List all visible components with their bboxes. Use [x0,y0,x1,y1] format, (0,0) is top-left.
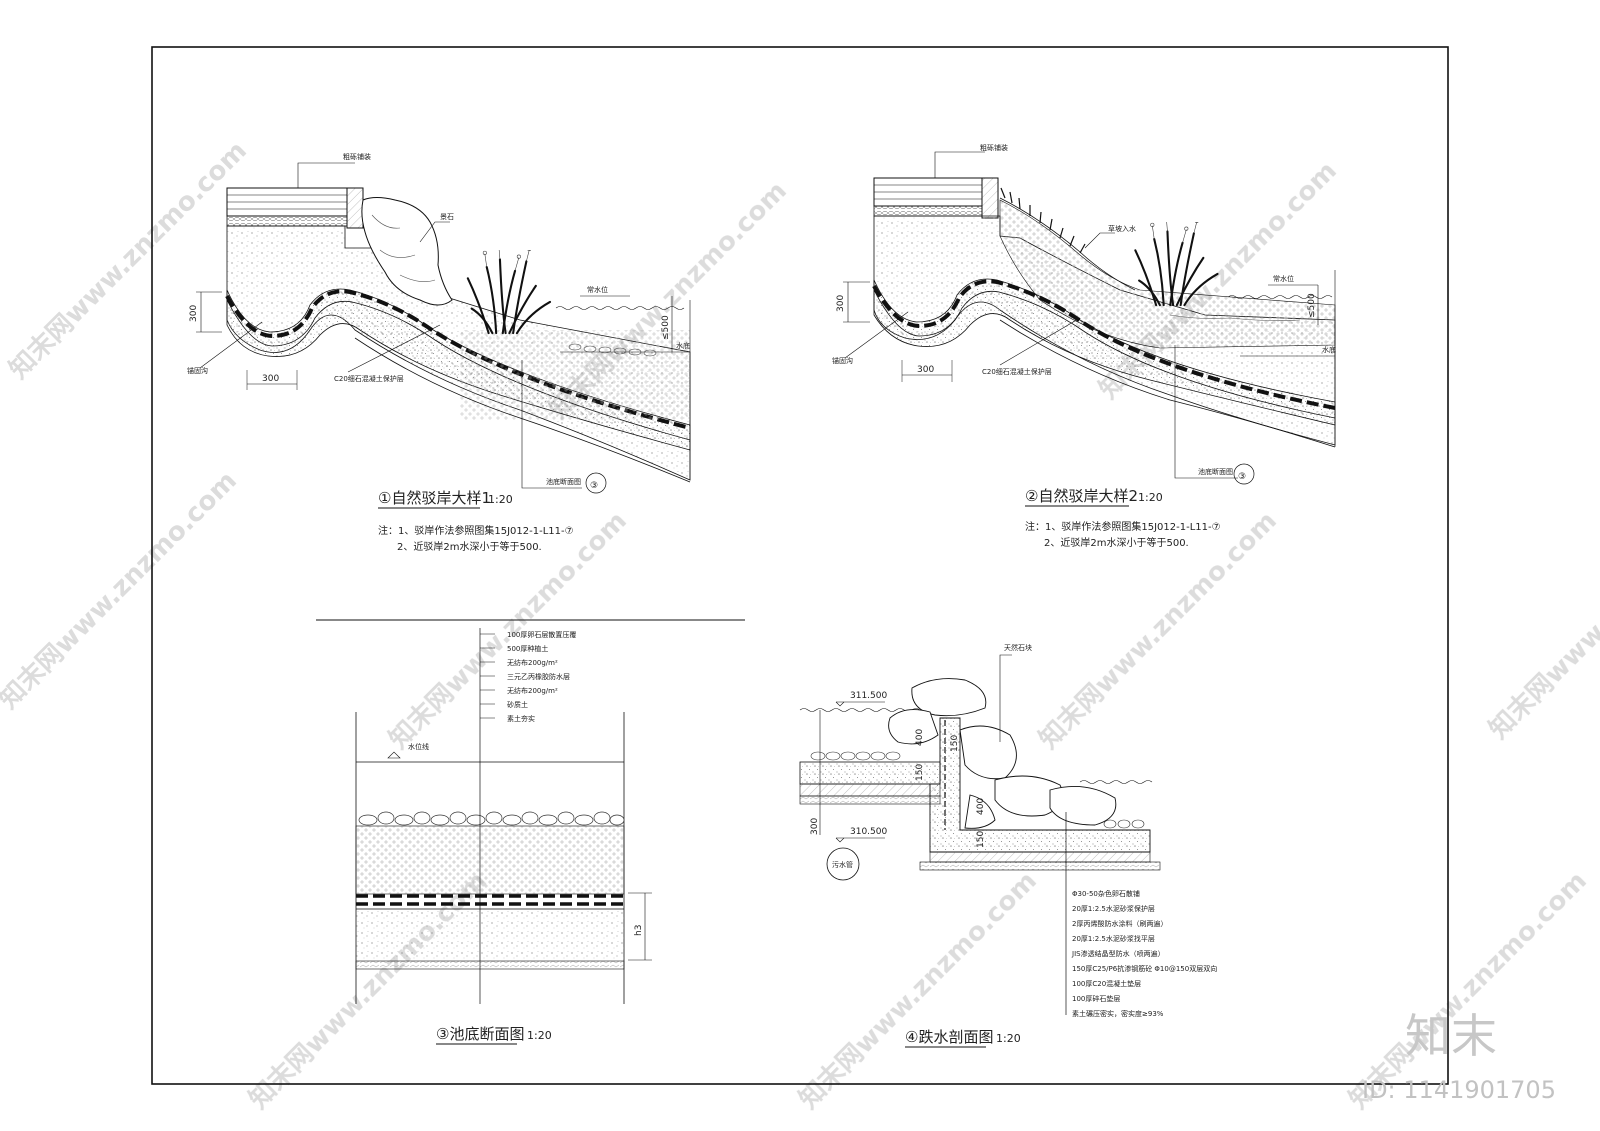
watermark-text: 知末网www.znzmo.com [4,136,253,385]
waterproof-membrane [872,279,1336,410]
layer-label: 2厚丙烯酸防水涂料（刷两遍） [1072,919,1167,928]
layer-label: 100厚C20混凝土垫层 [1072,979,1141,988]
detail-2-title: ②自然驳岸大样2 [1025,487,1138,505]
label-water-bottom: 水底 [1322,345,1336,354]
layer-label: 20厚1:2.5水泥砂浆保护层 [1072,904,1155,913]
detail-2: 粗砾铺装 草坡入水 常水位 水底 锚固沟 C20细石混凝土保护层 池底断面图 ③… [832,143,1336,549]
layer-label: 素土碾压密实，密实度≥93% [1072,1009,1164,1018]
brand-watermark: 知末 [1405,1009,1497,1063]
dim-300-horizontal: 300 [262,374,279,384]
layer-label: 20厚1:2.5水泥砂浆找平层 [1072,934,1155,943]
section-ref-number: ③ [590,481,598,491]
detail-4: 311.500 310.500 污水管 [799,643,1217,1048]
grass-slope-hatch [999,199,1336,349]
pebble-row [568,343,657,357]
dim-300-vertical: 300 [836,295,846,312]
dim-label: 300 [810,818,820,835]
dim-300-vertical: 300 [189,305,199,322]
layer-callout-list: 100厚卵石层散置压覆 500厚种植土 无纺布200g/m² 三元乙丙橡胶防水层… [480,630,576,723]
label-anchor-trench: 锚固沟 [187,366,208,375]
dim-label: 400 [976,798,986,815]
label-paving: 粗砾铺装 [343,152,371,161]
label-grass-slope: 草坡入水 [1108,224,1136,233]
compacted-soil-layer [355,960,625,970]
label-sewer: 污水管 [832,860,853,869]
label-normal-water: 常水位 [1273,274,1294,283]
label-natural-stone: 天然石块 [1004,643,1032,652]
label-concrete-layer: C20细石混凝土保护层 [334,374,404,383]
rock [361,197,453,306]
layer-label: 100厚卵石层散置压覆 [507,630,576,639]
label-rock: 景石 [440,213,454,221]
layer-label: JIS渗透结晶型防水（喷两遍） [1071,949,1165,958]
label-normal-water: 常水位 [587,285,608,294]
dim-500: ≤500 [1307,293,1317,318]
detail-2-note-1: 注：1、驳岸作法参照图集15J012-1-L11-⑦ [1025,520,1221,533]
detail-1-title: ①自然驳岸大样1 [378,489,491,507]
label-anchor-trench: 锚固沟 [832,356,853,365]
pebble-layer [358,811,625,826]
detail-3-scale: 1:20 [527,1029,552,1042]
layer-label: 500厚种植土 [507,644,548,653]
dim-500: ≤500 [661,315,671,340]
detail-1: 粗砾铺装 景石 常水位 水底 锚固沟 C20细石混凝土保护层 池底断面图 ③ 3… [187,152,691,553]
dim-label: 150 [976,831,986,848]
sandy-soil-layer [356,909,624,961]
dim-300-horizontal: 300 [917,365,934,375]
layer-label: Φ30-50杂色卵石散铺 [1072,889,1140,898]
natural-stones [888,678,1117,829]
label-paving: 粗砾铺装 [980,143,1008,152]
sewer-pipe [826,847,860,881]
label-water-bottom: 水底 [676,341,690,350]
pebble-row [1103,819,1145,829]
grass-strokes [1000,187,1086,254]
detail-2-note-2: 2、近驳岸2m水深小于等于500. [1044,536,1189,549]
dim-label: 400 [915,729,925,746]
watermark-text: 知末网www.znzmo.com [794,866,1043,1115]
detail-4-scale: 1:20 [996,1032,1021,1045]
detail-1-note-1: 注：1、驳岸作法参照图集15J012-1-L11-⑦ [378,524,574,537]
layer-label: 无纺布200g/m² [507,658,558,667]
label-concrete-layer: C20细石混凝土保护层 [982,367,1052,376]
watermark-text: 知末网www.znzmo.com [0,466,243,715]
label-section-ref: 池底断面图 [546,477,581,486]
water-surface [1169,295,1335,357]
water-surface [460,306,690,420]
brand-id: ID: 1141901705 [1362,1076,1556,1104]
detail-2-scale: 1:20 [1138,491,1163,504]
layer-label: 砂质土 [507,700,528,709]
layer-label: 150厚C25/P6抗渗钢筋砼 Φ10@150双层双向 [1072,964,1217,973]
layer-label: 素土夯实 [507,714,535,723]
dim-label: 150 [915,764,925,781]
detail-1-scale: 1:20 [488,493,513,506]
sheet-frame [151,46,1449,1085]
pebble-row [810,751,901,761]
detail-4-title: ④跌水剖面图 [905,1028,993,1046]
kerb-stone [346,187,364,229]
label-section-ref: 池底断面图 [1198,467,1233,476]
layer-label: 100厚碎石垫层 [1072,994,1120,1003]
section-ref-number: ③ [1238,472,1246,482]
watermark-text: 知末网www.znzmo.com [244,866,493,1115]
kerb-stone [981,177,999,219]
waterproof-membrane [225,289,691,430]
layer-label: 无纺布200g/m² [507,686,558,695]
elevation-bottom: 310.500 [850,827,887,837]
layer-callout-list: Φ30-50杂色卵石散铺 20厚1:2.5水泥砂浆保护层 2厚丙烯酸防水涂料（刷… [1071,889,1217,1018]
detail-1-note-2: 2、近驳岸2m水深小于等于500. [397,540,542,553]
elevation-top: 311.500 [850,691,887,701]
dim-label: 150 [950,735,960,752]
planting-soil-layer [355,825,625,895]
dim-h3: h3 [634,925,644,936]
detail-3-title: ③池底断面图 [436,1025,524,1043]
watermark-text: 知末网www.znzmo.com [1484,496,1600,745]
layer-label: 三元乙丙橡胶防水层 [507,672,570,681]
detail-3: 水位线 100厚卵石层散置压覆 500厚种植土 无纺布200g/m² 三元乙丙橡… [355,628,652,1045]
label-water-line: 水位线 [408,742,429,751]
